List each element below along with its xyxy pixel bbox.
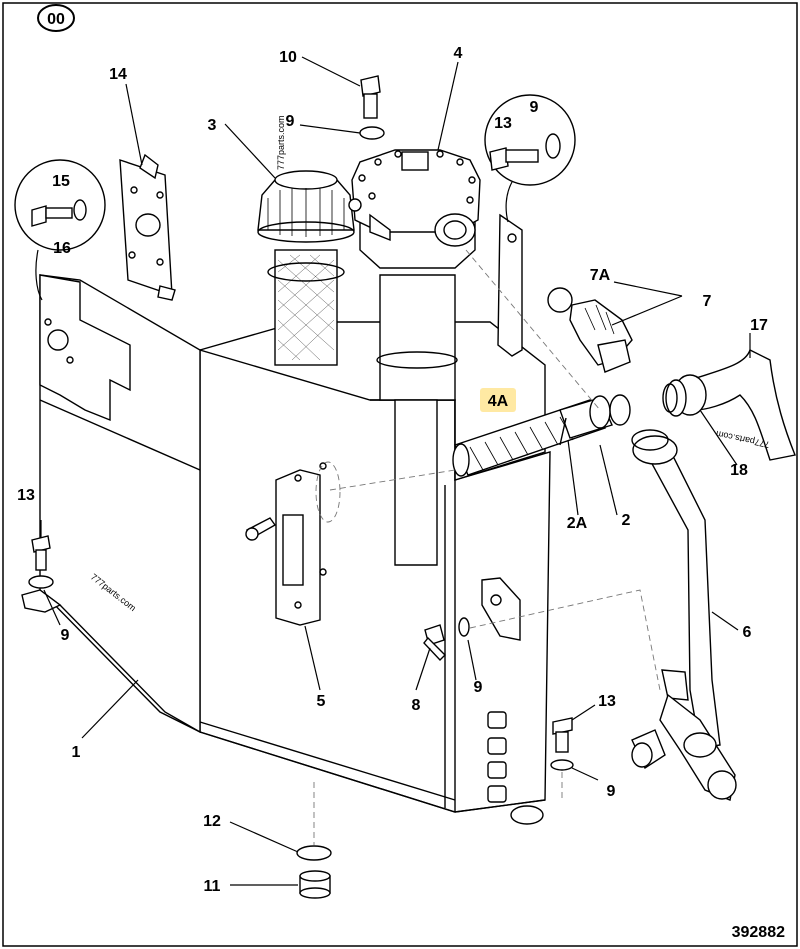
- callout-18: 18: [730, 462, 748, 479]
- callout-2a: 2A: [567, 515, 588, 532]
- watermark-top: 777parts.com: [276, 115, 286, 170]
- callout-8: 8: [412, 697, 421, 714]
- page-badge: 00: [37, 4, 75, 32]
- callout-9-mid: 9: [474, 679, 483, 696]
- callout-2: 2: [622, 512, 631, 529]
- inset-bolt-15-16: [14, 159, 106, 301]
- inset-bolt-13-9: [484, 94, 576, 223]
- callout-7: 7: [703, 293, 712, 310]
- callout-16: 16: [53, 240, 71, 257]
- callout-4a: 4A: [488, 393, 509, 410]
- callout-10: 10: [279, 49, 297, 66]
- washer-9-right: [550, 759, 574, 771]
- callout-9-left: 9: [61, 627, 70, 644]
- callout-13-left: 13: [17, 487, 35, 504]
- figure-number: 392882: [732, 924, 785, 941]
- return-filter: [348, 149, 481, 566]
- callout-15: 15: [52, 173, 70, 190]
- callout-9-inset: 9: [530, 99, 539, 116]
- washer-9-top: [359, 126, 385, 140]
- screw-8: [423, 624, 446, 662]
- callout-labels: 10 4 3 9 14 15 16 13 9 7A 7 17 4A 18 2A …: [17, 45, 768, 895]
- filler-strainer: [257, 170, 355, 366]
- washer-9-mid: [458, 617, 470, 637]
- callout-4: 4: [454, 45, 463, 62]
- mounting-bracket: [119, 153, 176, 301]
- callout-5: 5: [317, 693, 326, 710]
- callout-13-right: 13: [598, 693, 616, 710]
- callout-9-top: 9: [286, 113, 295, 130]
- callout-3: 3: [208, 117, 217, 134]
- diffuser-tube: [452, 394, 631, 477]
- callout-6: 6: [743, 624, 752, 641]
- bolt-13-left: [31, 535, 51, 571]
- callout-9-right: 9: [607, 783, 616, 800]
- leader-lines: [40, 56, 751, 886]
- drain-plug-11: [299, 870, 331, 899]
- suction-hose: [662, 349, 796, 461]
- callout-11: 11: [204, 878, 221, 895]
- callout-12: 12: [203, 813, 221, 830]
- callout-14: 14: [109, 66, 127, 83]
- sight-gauge: [245, 461, 341, 626]
- callout-4a-highlight: [480, 388, 516, 412]
- callout-7a: 7A: [590, 267, 611, 284]
- callout-13-inset: 13: [494, 115, 512, 132]
- tank-side-bracket: [497, 213, 523, 357]
- rear-bracket: [481, 577, 521, 641]
- suction-pipe: [631, 429, 737, 801]
- washer-9-left: [28, 575, 54, 589]
- callout-17: 17: [750, 317, 768, 334]
- washer-12: [296, 845, 332, 861]
- adapter-fitting: [547, 287, 633, 373]
- test-ports: [487, 711, 507, 803]
- page-badge-text: 00: [47, 11, 65, 28]
- callout-1: 1: [72, 744, 81, 761]
- hydraulic-tank: [21, 274, 551, 825]
- bolt-13-right: [552, 717, 573, 753]
- bolt-10: [360, 75, 381, 119]
